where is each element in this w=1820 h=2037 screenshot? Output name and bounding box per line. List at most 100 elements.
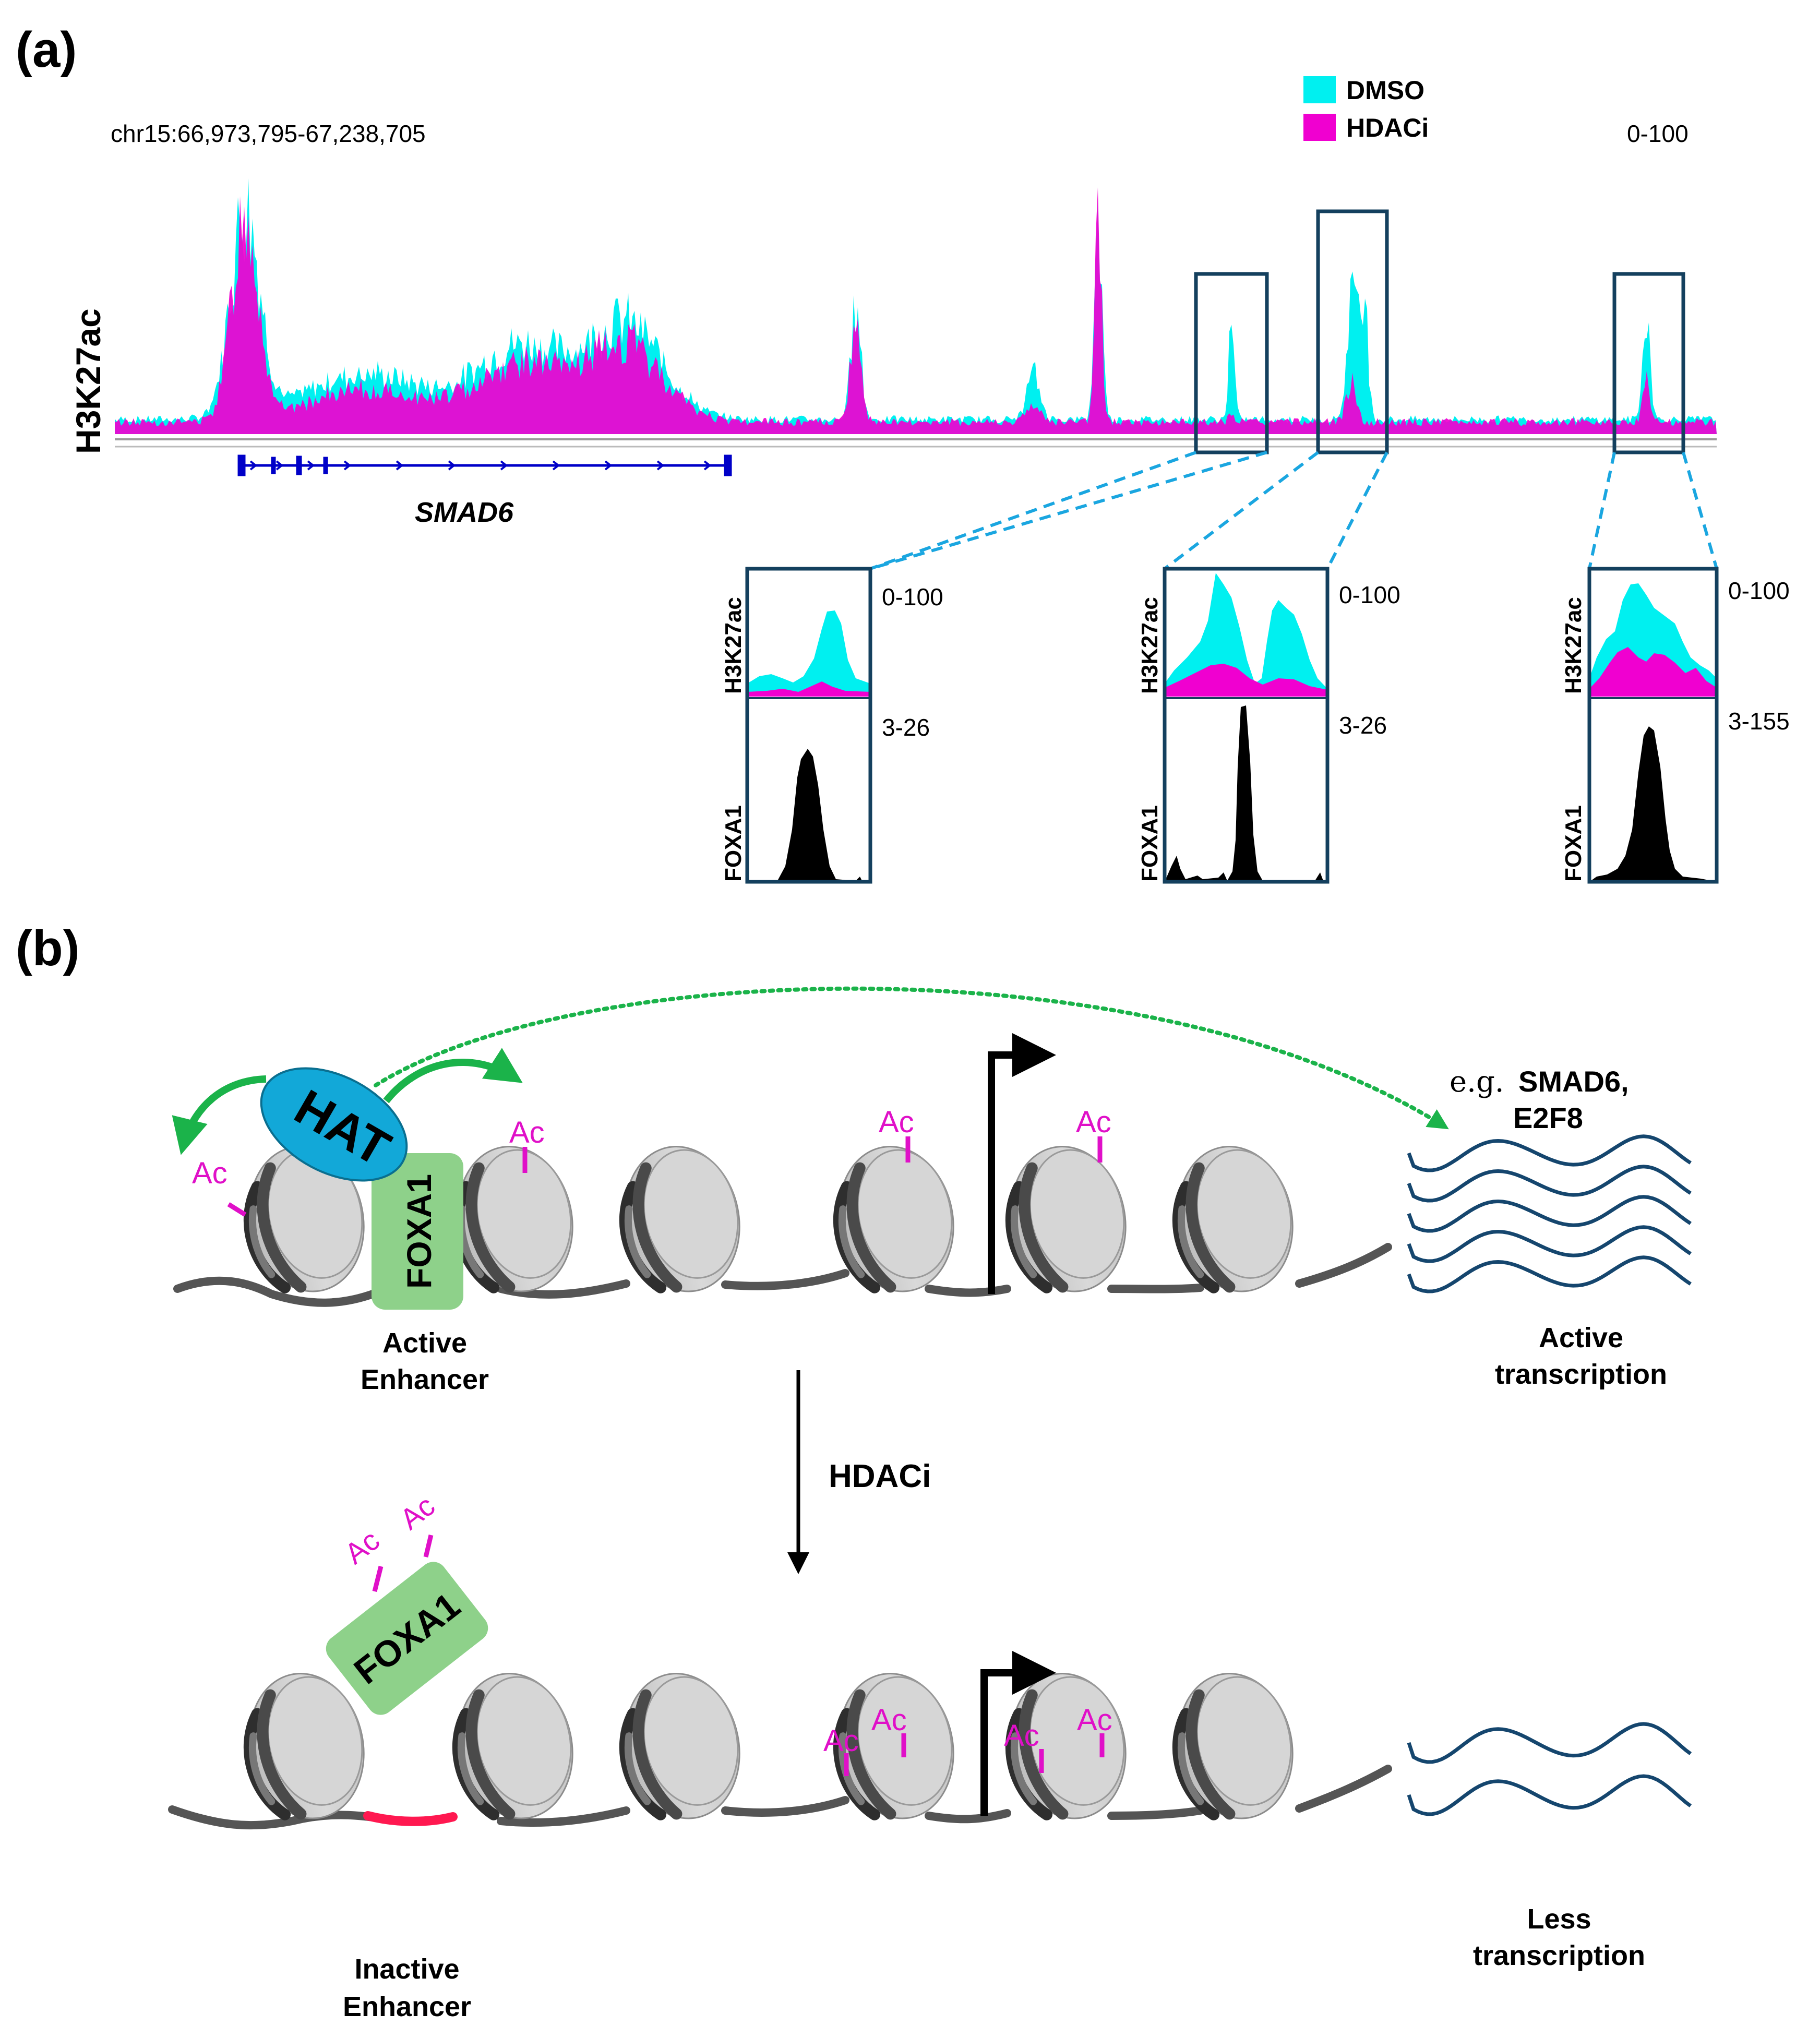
gene-label-smad6: SMAD6 [415, 497, 514, 528]
inset-2-h3-range: 0-100 [1339, 581, 1400, 608]
inset-1: H3K27ac FOXA1 0-100 3-26 [721, 567, 943, 884]
ac-label-foxa1-2: Ac [394, 1489, 441, 1536]
nucleosome [1005, 1145, 1127, 1293]
inset-1-foxa1-label: FOXA1 [721, 805, 746, 882]
inactive-enhancer-label-1: Inactive [354, 1954, 459, 1985]
legend: DMSO HDACi [1303, 76, 1429, 142]
hat-dotted-arrow [374, 986, 1449, 1130]
inset-1-h3-label: H3K27ac [721, 597, 746, 694]
nucleosomes-bottom [243, 1672, 1294, 1820]
transcript-wave [1407, 1722, 1692, 1764]
less-transcription-label-1: Less [1527, 1903, 1591, 1935]
h3k27ac-track [115, 178, 1717, 448]
tss-arrow-top [988, 1033, 1056, 1294]
inset-1-foxa1 [747, 749, 870, 882]
inactive-enhancer-segment [363, 1811, 458, 1826]
hat-arrow-left [172, 1075, 267, 1155]
acetyl-marks-foxa1 [372, 1534, 434, 1592]
inset-3: H3K27ac FOXA1 0-100 3-155 [1561, 567, 1790, 884]
active-transcription-label-1: Active [1539, 1322, 1623, 1353]
legend-label-hdaci: HDACi [1346, 113, 1429, 142]
ac-label-bottom-4: Ac [1077, 1703, 1112, 1737]
zoom-lines [869, 451, 1718, 570]
nucleosomes-top [243, 1145, 1294, 1293]
target-genes-e2f8: E2F8 [1513, 1101, 1583, 1134]
foxa1-detached: FOXA1 [326, 1562, 488, 1715]
transcript-wave [1407, 1195, 1692, 1233]
ac-label-top-2: Ac [509, 1116, 545, 1149]
inset-2-foxa1-range: 3-26 [1339, 712, 1387, 739]
inset-1-h3-range: 0-100 [882, 583, 943, 610]
transcript-wave [1407, 1165, 1692, 1203]
less-transcription-label-2: transcription [1473, 1940, 1645, 1971]
panel-b-label: (b) [16, 920, 80, 976]
dna-strand-bottom [168, 1765, 1392, 1830]
locus-coordinates: chr15:66,973,795-67,238,705 [111, 120, 426, 147]
nucleosome [452, 1672, 573, 1820]
ac-label-bottom-1: Ac [823, 1724, 859, 1758]
panel-a-label: (a) [16, 22, 77, 78]
hdaci-signal [115, 187, 1717, 434]
nucleosome [243, 1145, 365, 1293]
inset-2-foxa1 [1165, 705, 1327, 882]
track-range: 0-100 [1627, 120, 1689, 147]
ac-label-bottom-3: Ac [1004, 1719, 1039, 1753]
active-enhancer-label-1: Active [382, 1327, 467, 1359]
inactive-enhancer-label-2: Enhancer [343, 1991, 471, 2022]
transcript-wave [1407, 1774, 1692, 1816]
nucleosome [1172, 1145, 1294, 1293]
legend-swatch-hdaci [1303, 114, 1336, 141]
inset-3-foxa1-range: 3-155 [1728, 708, 1790, 735]
target-genes-eg: e.g. [1450, 1065, 1504, 1099]
transcript-wave [1407, 1225, 1692, 1263]
acetyl-marks-top [227, 1136, 1103, 1217]
reduced-transcripts [1407, 1722, 1692, 1816]
inset-2-hdaci [1165, 664, 1327, 697]
ac-label-top-4: Ac [1076, 1105, 1111, 1139]
inset-2-dmso [1165, 573, 1327, 697]
highlight-box-2 [1316, 209, 1389, 454]
legend-swatch-dmso [1303, 76, 1336, 103]
active-transcription-label-2: transcription [1495, 1359, 1667, 1390]
foxa1-bound [372, 1153, 463, 1310]
nucleosome [452, 1145, 573, 1293]
nucleosome [619, 1145, 740, 1293]
nucleosome [619, 1672, 740, 1820]
hdaci-treatment-label: HDACi [829, 1458, 931, 1494]
transcript-wave [1407, 1134, 1692, 1172]
inset-1-foxa1-range: 3-26 [882, 714, 930, 741]
active-transcripts [1407, 1134, 1692, 1293]
inset-1-hdaci [747, 681, 870, 697]
ac-label-bottom-2: Ac [871, 1703, 907, 1737]
ac-label-top-1: Ac [192, 1156, 228, 1190]
acetyl-marks-bottom [844, 1733, 1105, 1776]
transcript-wave [1407, 1255, 1692, 1293]
legend-label-dmso: DMSO [1346, 76, 1424, 105]
foxa1-bound-label: FOXA1 [400, 1174, 438, 1289]
target-genes-smad6: SMAD6, [1518, 1065, 1629, 1098]
hat-arrow-right [383, 1048, 523, 1104]
highlight-boxes [1194, 209, 1685, 454]
active-enhancer-label-2: Enhancer [361, 1364, 489, 1395]
highlight-box-1 [1194, 272, 1269, 454]
inset-3-h3-range: 0-100 [1728, 577, 1790, 604]
inset-2-foxa1-label: FOXA1 [1137, 805, 1163, 882]
ac-label-foxa1-1: Ac [339, 1524, 386, 1571]
ac-label-top-3: Ac [879, 1105, 914, 1139]
inset-3-hdaci [1589, 647, 1717, 697]
nucleosome [1005, 1672, 1127, 1820]
inset-1-dmso [747, 610, 870, 697]
dna-strand-top [173, 1243, 1392, 1307]
nucleosome [833, 1145, 954, 1293]
nucleosome [1172, 1672, 1294, 1820]
highlight-box-3 [1612, 272, 1685, 454]
inset-3-foxa1 [1589, 726, 1717, 882]
inset-3-foxa1-label: FOXA1 [1561, 805, 1586, 882]
inset-3-h3-label: H3K27ac [1561, 597, 1586, 694]
inset-2: H3K27ac FOXA1 0-100 3-26 [1137, 567, 1400, 884]
hat-complex [260, 1067, 408, 1182]
track-label-h3k27ac: H3K27ac [69, 308, 107, 454]
tss-arrow-bottom [980, 1651, 1056, 1816]
inset-2-h3-label: H3K27ac [1137, 597, 1163, 694]
